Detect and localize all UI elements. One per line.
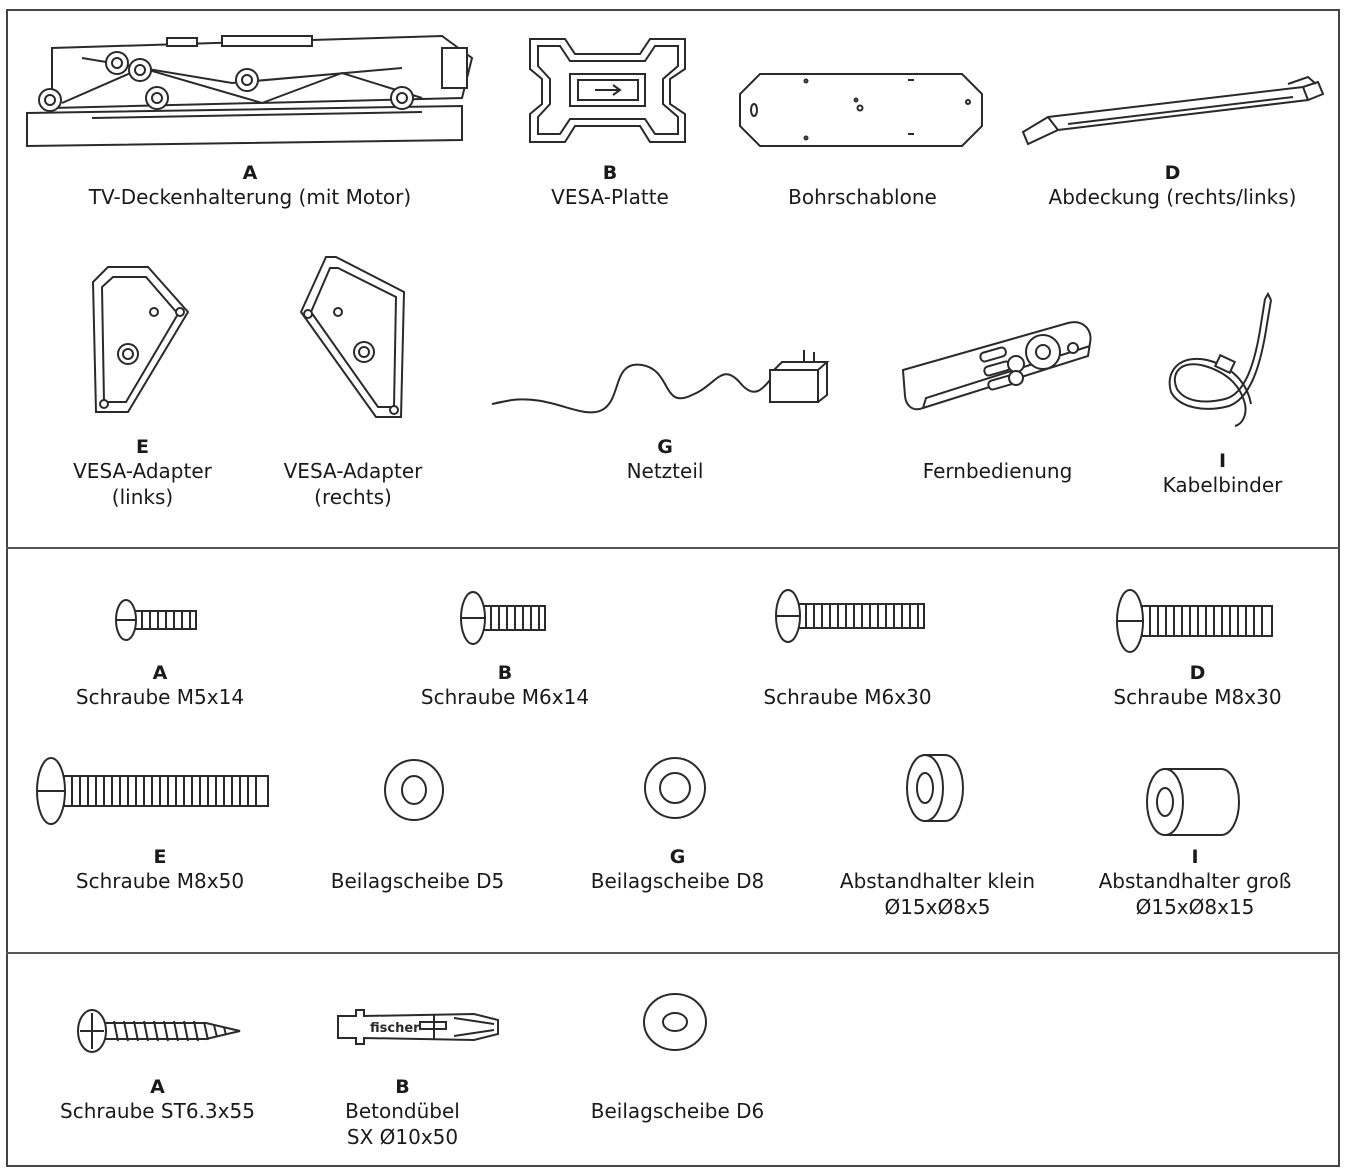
part-name: Betondübel SX Ø10x50 [345, 1099, 460, 1149]
part-letter: B [602, 162, 618, 184]
part-letter: D [1189, 662, 1206, 684]
part-item: A Schraube ST6.3x55 [40, 1076, 275, 1124]
screw-icon [1114, 588, 1274, 654]
part-item: D Abdeckung (rechts/links) [1020, 162, 1325, 210]
part-name: Abstandhalter groß Ø15xØ8x15 [1098, 869, 1292, 919]
part-name: TV-Deckenhalterung (mit Motor) [88, 185, 412, 209]
motorized-ceiling-mount-icon [22, 28, 477, 148]
part-letter: A [152, 662, 168, 684]
part-letter: A [150, 1076, 165, 1098]
part-letter: G [669, 846, 686, 868]
part-name: Kabelbinder [1162, 473, 1283, 497]
part-item: VESA-Adapter (rechts) [268, 436, 438, 510]
part-letter: I [1191, 846, 1199, 868]
part-name: Schraube M6x30 [763, 685, 932, 709]
part-item: I Kabelbinder [1145, 450, 1300, 498]
washer-icon [642, 755, 708, 821]
washer-icon [642, 990, 708, 1054]
power-adapter-icon [492, 340, 832, 422]
spacer-icon [905, 752, 965, 824]
part-item: A Schraube M5x14 [55, 662, 265, 710]
part-letter: B [497, 662, 513, 684]
wood-screw-icon [76, 1008, 242, 1054]
part-letter: B [395, 1076, 410, 1098]
concrete-anchor-icon: fischer [334, 1004, 500, 1050]
vesa-plate-icon [520, 34, 695, 146]
part-name: Schraube M6x14 [420, 685, 590, 709]
part-letter: G [657, 436, 673, 458]
part-item: Beilagscheibe D6 [570, 1076, 785, 1124]
part-name: Schraube ST6.3x55 [60, 1099, 255, 1123]
screw-icon [112, 598, 198, 642]
parts-list-frame [6, 9, 1340, 1167]
part-name: Fernbedienung [922, 459, 1073, 483]
vesa-adapter-right-icon [296, 252, 406, 424]
cover-rail-icon [1018, 72, 1328, 148]
part-item: E Schraube M8x50 [55, 846, 265, 894]
part-item: G Netzteil [570, 436, 760, 484]
part-name: Schraube M5x14 [75, 685, 245, 709]
part-name: Abstandhalter klein Ø15xØ8x5 [839, 869, 1036, 919]
part-item: B Betondübel SX Ø10x50 [320, 1076, 485, 1150]
part-name: VESA-Platte [551, 185, 669, 209]
part-item: B Schraube M6x14 [400, 662, 610, 710]
part-letter: E [153, 846, 167, 868]
part-name: Netzteil [626, 459, 704, 483]
part-item: Fernbedienung [900, 436, 1095, 484]
part-item: Schraube M6x30 [740, 662, 955, 710]
vesa-adapter-left-icon [88, 262, 193, 422]
part-item: E VESA-Adapter (links) [60, 436, 225, 510]
part-name: Bohrschablone [788, 185, 937, 209]
part-name: Abdeckung (rechts/links) [1048, 185, 1297, 209]
part-name: Beilagscheibe D8 [590, 869, 765, 893]
screw-icon [457, 590, 547, 646]
anchor-brand-label: fischer [370, 1021, 420, 1036]
cable-tie-icon [1165, 294, 1275, 434]
part-name: Schraube M8x50 [75, 869, 245, 893]
remote-control-icon [898, 318, 1094, 418]
part-name: VESA-Adapter (links) [73, 459, 212, 509]
part-letter: D [1164, 162, 1181, 184]
part-item: A TV-Deckenhalterung (mit Motor) [40, 162, 460, 210]
part-letter: E [136, 436, 149, 458]
part-name: VESA-Adapter (rechts) [283, 459, 423, 509]
spacer-icon [1145, 766, 1241, 838]
screw-icon [34, 756, 270, 826]
part-item: B VESA-Platte [500, 162, 720, 210]
part-letter: I [1218, 450, 1227, 472]
part-item: Bohrschablone [760, 162, 965, 210]
part-item: Beilagscheibe D5 [310, 846, 525, 894]
section-divider [6, 952, 1340, 954]
part-letter: A [242, 162, 258, 184]
part-letter [760, 162, 965, 184]
part-item: Abstandhalter klein Ø15xØ8x5 [820, 846, 1055, 920]
part-item: G Beilagscheibe D8 [570, 846, 785, 894]
part-item: I Abstandhalter groß Ø15xØ8x15 [1080, 846, 1310, 920]
part-item: D Schraube M8x30 [1090, 662, 1305, 710]
screw-icon [772, 588, 926, 644]
part-name: Schraube M8x30 [1113, 685, 1282, 709]
washer-icon [382, 758, 446, 822]
part-name: Beilagscheibe D5 [330, 869, 505, 893]
section-divider [6, 547, 1340, 549]
drilling-template-icon [738, 72, 984, 148]
part-name: Beilagscheibe D6 [590, 1099, 765, 1123]
